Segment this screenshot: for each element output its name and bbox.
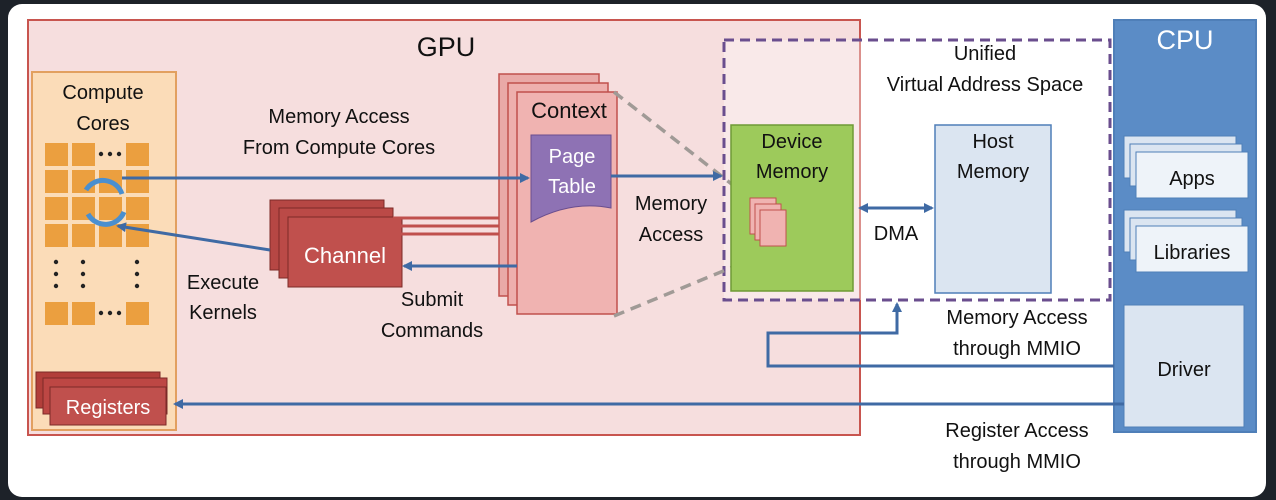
registers-stack (35, 371, 168, 426)
channel-label: Channel (304, 243, 386, 268)
label-mmio-memory-1: Memory Access (946, 307, 1087, 329)
label-memory-access-from-cores-1: Memory Access (268, 106, 409, 128)
driver-label: Driver (1157, 359, 1211, 381)
label-submit-commands-2: Commands (381, 320, 483, 342)
arrows (116, 171, 1124, 409)
registers-label: Registers (66, 397, 150, 419)
cpu-title: CPU (1156, 25, 1213, 55)
compute-cores-panel (31, 71, 177, 431)
libraries-label: Libraries (1154, 242, 1231, 264)
uvas-label-line-2: Virtual Address Space (887, 74, 1083, 96)
label-memory-access-1: Memory (635, 193, 707, 215)
label-dma: DMA (874, 223, 919, 245)
uvas-label-line-1: Unified (954, 43, 1016, 65)
memory-pages-icon (749, 197, 787, 247)
core-grid-ellipsis (53, 151, 140, 316)
label-execute-kernels-1: Execute (187, 272, 259, 294)
compute-cores-label-line-1: Compute (62, 82, 143, 104)
gpu-title: GPU (417, 32, 476, 62)
cycle-icon (83, 177, 127, 227)
host-memory-label-line-2: Memory (957, 161, 1029, 183)
label-memory-access-2: Access (639, 224, 703, 246)
label-execute-kernels-2: Kernels (189, 302, 257, 324)
label-mmio-register-2: through MMIO (953, 451, 1081, 473)
device-memory-label-line-2: Memory (756, 161, 828, 183)
compute-cores-label-line-2: Cores (76, 113, 129, 135)
host-memory-box (934, 124, 1052, 294)
apps-label: Apps (1169, 168, 1215, 190)
label-memory-access-from-cores-2: From Compute Cores (243, 137, 435, 159)
arrow-mmio-memory (766, 302, 1114, 368)
channel-context-links (393, 216, 518, 236)
gpu-cpu-architecture-diagram: GPU Unified Virtual Address Space Comput… (27, 19, 1257, 473)
page-table-label-line-2: Table (548, 176, 596, 198)
arrow-channel-to-cores (116, 222, 271, 252)
page-table-shape (530, 134, 612, 223)
label-mmio-register-1: Register Access (945, 420, 1088, 442)
libraries-stack (1123, 209, 1249, 273)
apps-stack (1123, 135, 1249, 199)
device-memory-label-line-1: Device (761, 131, 822, 153)
host-memory-label-line-1: Host (972, 131, 1014, 153)
diagram-canvas: GPU Unified Virtual Address Space Comput… (8, 4, 1266, 497)
label-mmio-memory-2: through MMIO (953, 338, 1081, 360)
label-submit-commands-1: Submit (401, 289, 464, 311)
driver-box (1123, 304, 1245, 428)
page-table-label-line-1: Page (549, 146, 596, 168)
channel-stack (269, 199, 403, 288)
context-label: Context (531, 98, 607, 123)
